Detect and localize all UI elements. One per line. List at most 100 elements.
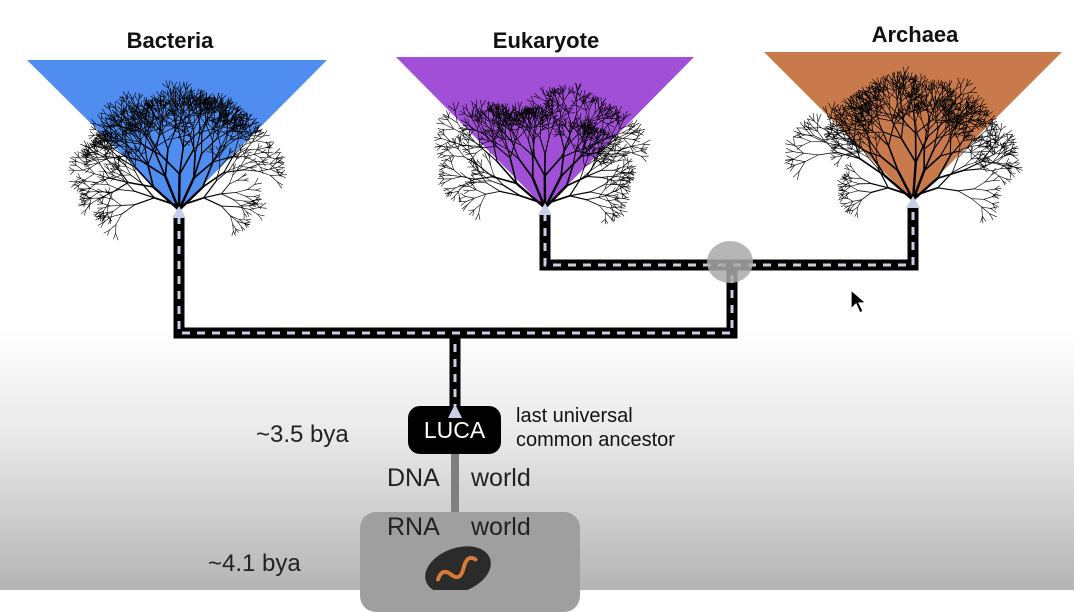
tree-twig <box>232 231 234 236</box>
tree-twig <box>802 138 811 142</box>
tree-twig <box>478 161 481 165</box>
tree-twig <box>270 175 277 182</box>
tree-twig <box>86 184 91 188</box>
tree-twig <box>120 190 135 192</box>
tree-twig <box>441 156 446 158</box>
tree-twig <box>570 192 591 196</box>
tree-twig <box>444 129 454 130</box>
tree-twig <box>72 162 76 166</box>
tree-twig <box>491 165 495 176</box>
tree-twig <box>103 193 109 198</box>
tree-twig <box>113 205 122 211</box>
tree-twig <box>162 119 163 132</box>
tree-twig <box>98 208 103 211</box>
tree-twig <box>116 225 117 234</box>
tree-twig <box>466 177 474 182</box>
tree-twig <box>950 136 951 155</box>
tree-twig <box>632 153 642 157</box>
tree-twig <box>255 190 261 191</box>
tree-twig <box>263 131 267 136</box>
tree-twig <box>241 166 250 168</box>
tree-twig <box>605 219 608 223</box>
tree-twig <box>1006 130 1012 134</box>
tree-twig <box>244 213 247 217</box>
tree-twig <box>440 179 444 183</box>
tree-twig <box>869 132 884 133</box>
tree-twig <box>221 193 236 194</box>
tree-twig <box>110 225 116 230</box>
tree-twig <box>981 151 990 152</box>
tree-twig <box>110 190 120 193</box>
tree-twig <box>102 167 106 172</box>
tree-twig <box>259 171 271 175</box>
tree-twig <box>986 127 990 136</box>
tree-twig <box>623 134 632 139</box>
tree-twig <box>601 219 605 222</box>
tree-twig <box>221 194 233 200</box>
tree-twig <box>131 175 142 183</box>
tree-twig <box>236 193 246 197</box>
tree-twig <box>793 153 803 159</box>
tree-twig <box>481 160 482 166</box>
tree-twig <box>448 150 454 156</box>
tree-twig <box>255 188 260 190</box>
tree-of-life-diagram <box>0 0 1074 590</box>
tree-twig <box>464 191 469 194</box>
tree-twig <box>461 193 466 196</box>
tree-twig <box>629 177 634 178</box>
tree-twig <box>599 197 608 200</box>
tree-twig <box>435 139 442 141</box>
tree-twig <box>76 159 77 166</box>
tree-twig <box>831 155 835 158</box>
tree-twig <box>247 190 255 191</box>
tree-twig <box>255 183 262 184</box>
tree-twig <box>787 163 794 165</box>
tree-twig <box>85 191 91 192</box>
tree-twig <box>628 168 634 169</box>
tree-twig <box>70 158 77 162</box>
tree-twig <box>110 205 121 206</box>
tree-twig <box>607 192 613 196</box>
tree-twig <box>632 137 638 146</box>
tree-twig <box>87 204 90 208</box>
tree-twig <box>278 164 283 167</box>
tree-twig <box>454 156 465 157</box>
tree-twig <box>630 167 635 169</box>
tree-twig <box>451 157 454 163</box>
tree-twig <box>250 209 258 214</box>
tree-twig <box>486 191 500 194</box>
tree-twig <box>606 163 611 164</box>
tree-twig <box>802 142 811 146</box>
tree-twig <box>786 152 794 153</box>
tree-twig <box>624 163 628 166</box>
tree-twig <box>254 154 260 157</box>
tree-twig <box>246 219 251 220</box>
tree-twig <box>241 206 246 212</box>
tree-twig <box>262 162 268 163</box>
tree-twig <box>632 144 643 146</box>
tree-twig <box>244 180 249 181</box>
tree-twig <box>642 144 649 145</box>
tree-twig <box>804 153 819 155</box>
tree-twig <box>586 200 599 206</box>
tree-twig <box>72 157 79 158</box>
tree-twig <box>246 220 250 222</box>
tree-twig <box>620 173 627 174</box>
tree-twig <box>615 191 622 194</box>
tree-twig <box>237 207 250 210</box>
tree-twig <box>445 179 452 183</box>
tree-twig <box>257 134 263 136</box>
tree-twig <box>103 204 110 206</box>
tree-twig <box>476 213 479 220</box>
tree-twig <box>794 137 795 146</box>
tree-twig <box>82 158 88 159</box>
tree-twig <box>800 123 804 129</box>
tree-twig <box>85 159 90 161</box>
tree-twig <box>466 154 471 155</box>
tree-twig <box>471 170 476 171</box>
tree-twig <box>69 181 76 182</box>
tree-twig <box>257 136 264 141</box>
tree-twig <box>992 135 995 143</box>
tree-twig <box>622 129 629 133</box>
tree-twig <box>268 153 276 157</box>
